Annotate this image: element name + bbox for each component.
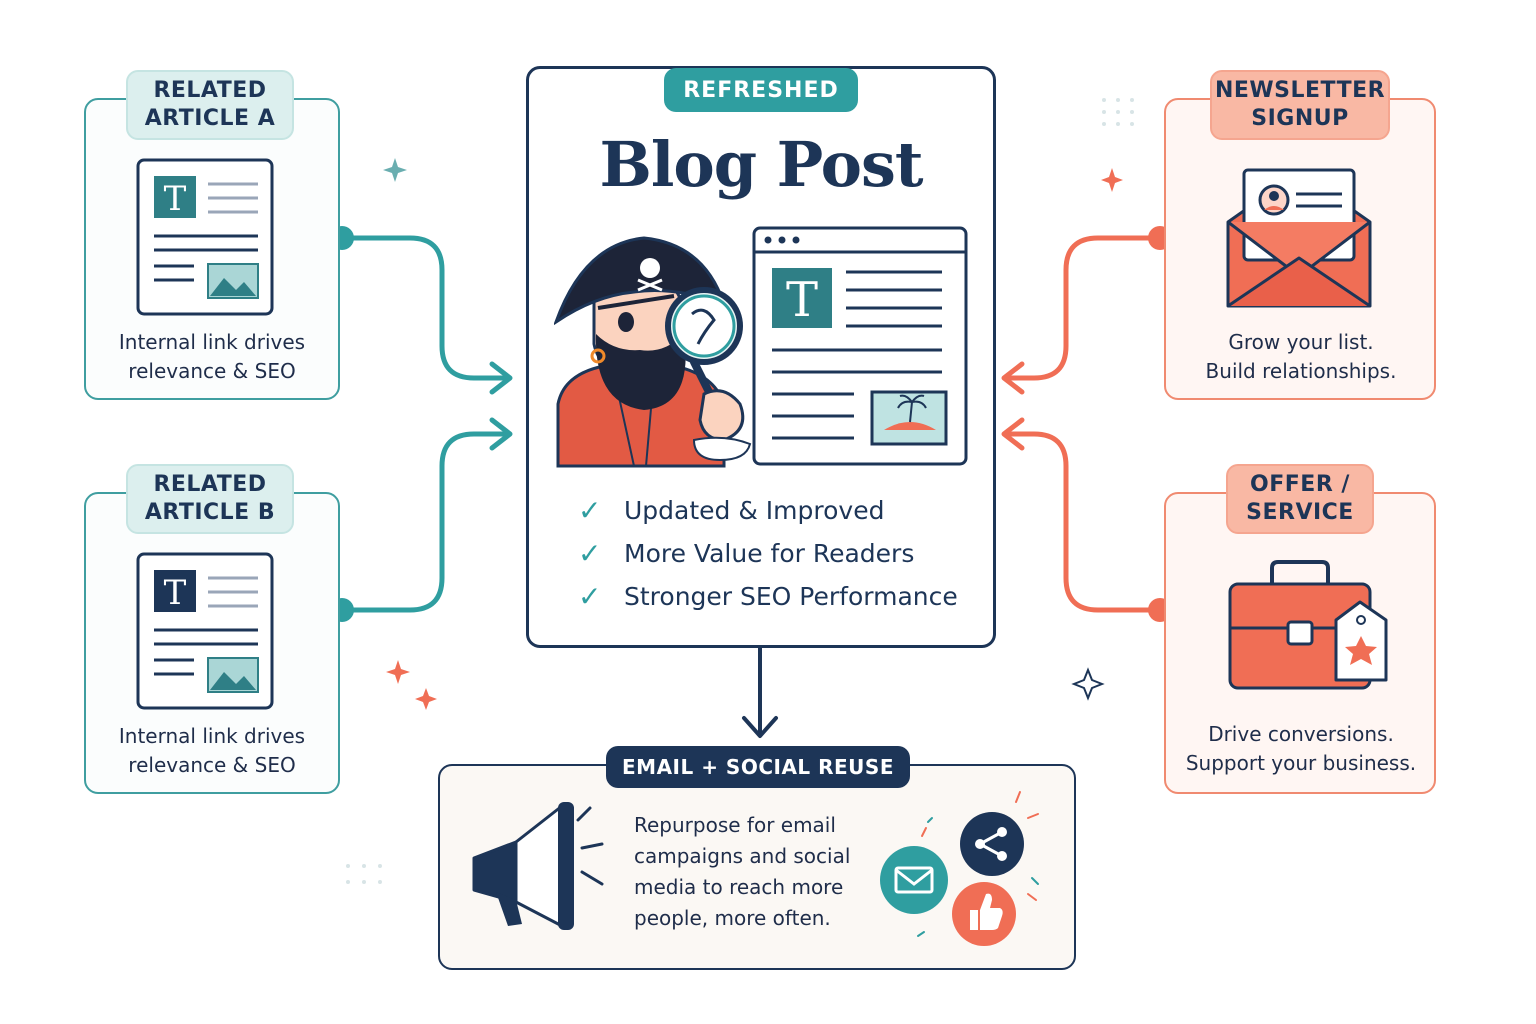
- email-social-description: Repurpose for email campaigns and social…: [634, 813, 851, 930]
- connector-article-a: [339, 235, 513, 395]
- svg-text:T: T: [786, 272, 818, 328]
- svg-text:T: T: [164, 573, 187, 613]
- briefcase-icon: [1228, 560, 1388, 690]
- thumbs-up-icon: [952, 882, 1016, 946]
- connector-down: [742, 646, 778, 738]
- share-icon: [960, 812, 1024, 876]
- check-value: ✓ More Value for Readers: [578, 537, 915, 570]
- magnifier-icon: [665, 287, 743, 406]
- social-icons: [880, 791, 1039, 946]
- connector-article-b: [339, 417, 513, 613]
- check-seo: ✓ Stronger SEO Performance: [578, 580, 958, 613]
- price-tag-icon: [1334, 600, 1388, 682]
- related-article-a-label: RELATED ARTICLE A: [126, 70, 294, 140]
- pirate-icon: [554, 236, 752, 468]
- email-social-badge: EMAIL + SOCIAL REUSE: [606, 746, 910, 788]
- related-article-b-label: RELATED ARTICLE B: [126, 464, 294, 534]
- offer-caption: Drive conversions. Support your business…: [1185, 722, 1417, 775]
- check-icon: ✓: [578, 494, 602, 527]
- browser-window-icon: T: [752, 226, 968, 466]
- document-icon: T: [136, 158, 274, 316]
- connector-offer: [1001, 417, 1163, 613]
- check-icon: ✓: [578, 580, 602, 613]
- offer-service-label: OFFER / SERVICE: [1226, 464, 1374, 534]
- connector-newsletter: [1001, 235, 1163, 395]
- newsletter-caption: Grow your list. Build relationships.: [1205, 330, 1397, 383]
- newsletter-signup-label: NEWSLETTER SIGNUP: [1210, 70, 1390, 140]
- megaphone-icon: [472, 802, 604, 930]
- check-icon: ✓: [578, 537, 602, 570]
- document-icon: T: [136, 552, 274, 710]
- envelope-icon: [1226, 168, 1372, 308]
- page-title: Blog Post: [599, 128, 923, 201]
- related-article-b-caption: Internal link drives relevance & SEO: [118, 724, 306, 777]
- refreshed-badge: REFRESHED: [664, 68, 858, 112]
- related-article-a-caption: Internal link drives relevance & SEO: [118, 330, 306, 383]
- check-updated: ✓ Updated & Improved: [578, 494, 885, 527]
- svg-text:T: T: [164, 179, 187, 219]
- mail-icon: [880, 846, 948, 914]
